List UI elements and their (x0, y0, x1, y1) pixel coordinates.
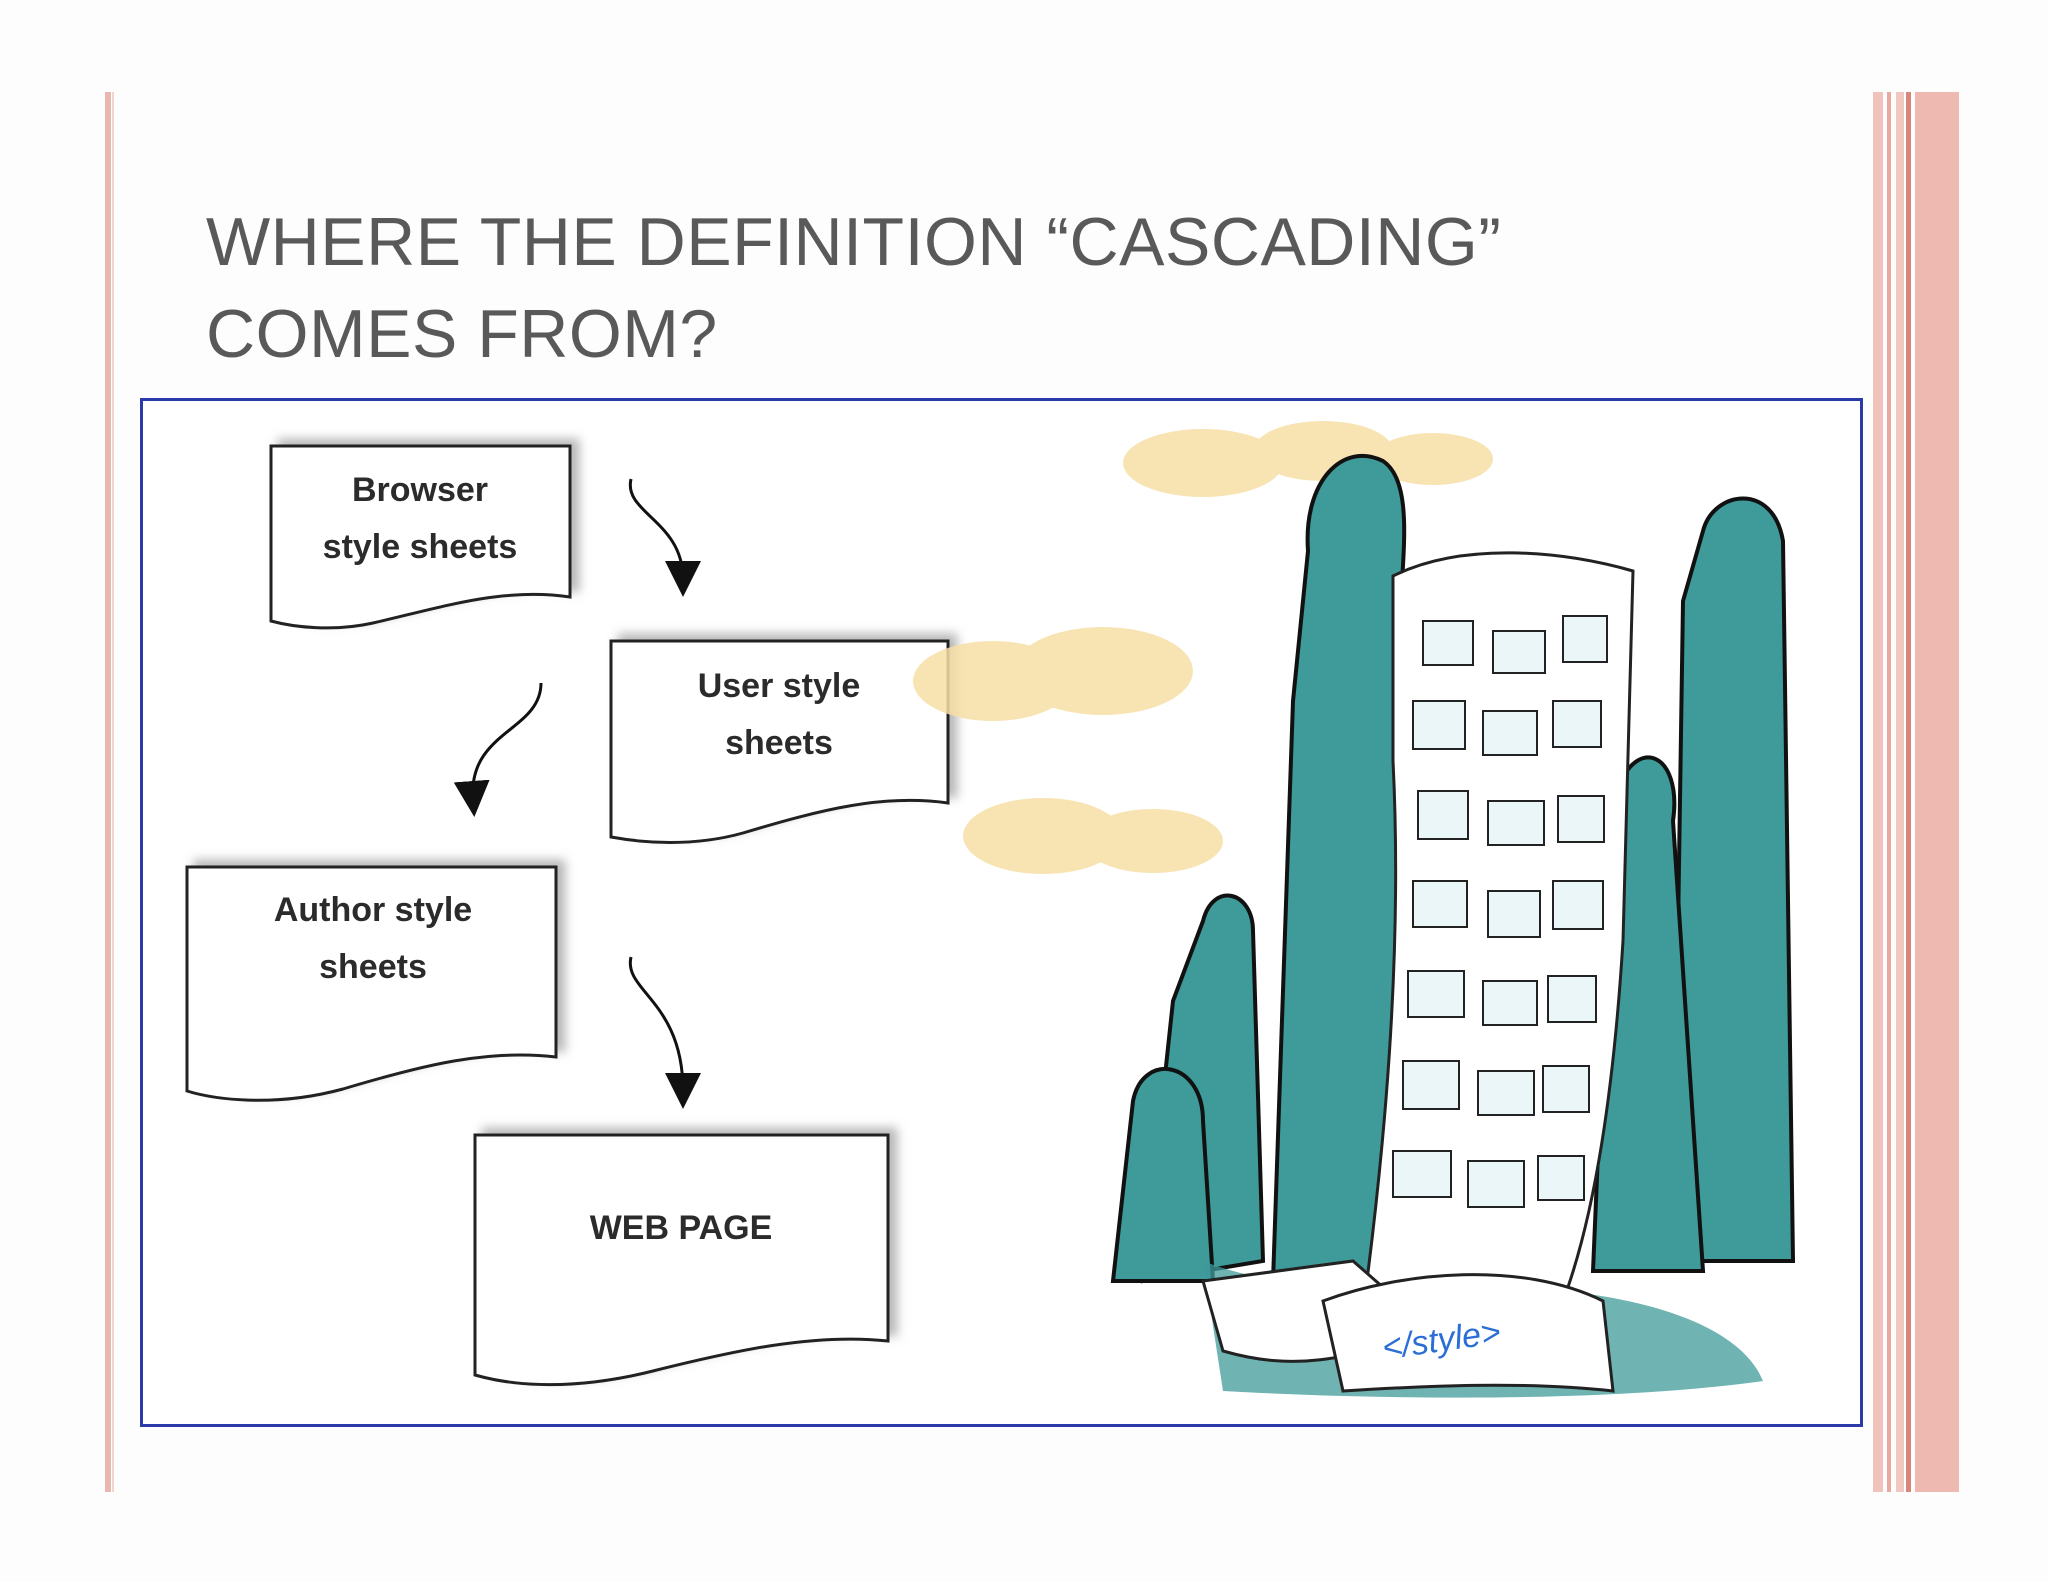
arrow-icon (453, 682, 543, 817)
right-border-band (1915, 92, 1959, 1492)
waterfall-illustration: </style> (913, 421, 1796, 1398)
paper-sheets (1392, 615, 1608, 1208)
doc-browser-style-sheets: Browser style sheets (269, 444, 572, 630)
doc-label-line1: Author style (274, 891, 472, 929)
doc-label-line1: User style (698, 667, 861, 705)
left-border-rule (105, 92, 111, 1492)
doc-web-page: WEB PAGE (473, 1133, 890, 1387)
cascade-diagram: Browser style sheets User style sheets A… (185, 421, 1796, 1398)
doc-label-line1: WEB PAGE (590, 1209, 773, 1247)
cloud-icon (913, 421, 1493, 874)
arrow-icon (628, 956, 701, 1109)
doc-label-line2: sheets (319, 948, 427, 986)
doc-author-style-sheets: Author style sheets (185, 865, 558, 1102)
arrow-icon (628, 478, 701, 597)
right-border-band (1887, 92, 1891, 1492)
page-number: 4 (1800, 1296, 1815, 1329)
right-border-band (1896, 92, 1904, 1492)
style-tag-paper (1321, 1273, 1615, 1393)
cascade-figure: Browser style sheets User style sheets A… (140, 398, 1863, 1427)
doc-label-line2: style sheets (323, 528, 518, 566)
doc-user-style-sheets: User style sheets (609, 639, 950, 844)
right-border-band (1906, 92, 1911, 1492)
left-border-rule-inner (112, 92, 114, 1492)
right-border-band (1873, 92, 1883, 1492)
doc-label-line2: sheets (725, 724, 833, 762)
doc-label-line1: Browser (352, 471, 488, 509)
slide-title: WHERE THE DEFINITION “CASCADING” COMES F… (206, 204, 1502, 372)
